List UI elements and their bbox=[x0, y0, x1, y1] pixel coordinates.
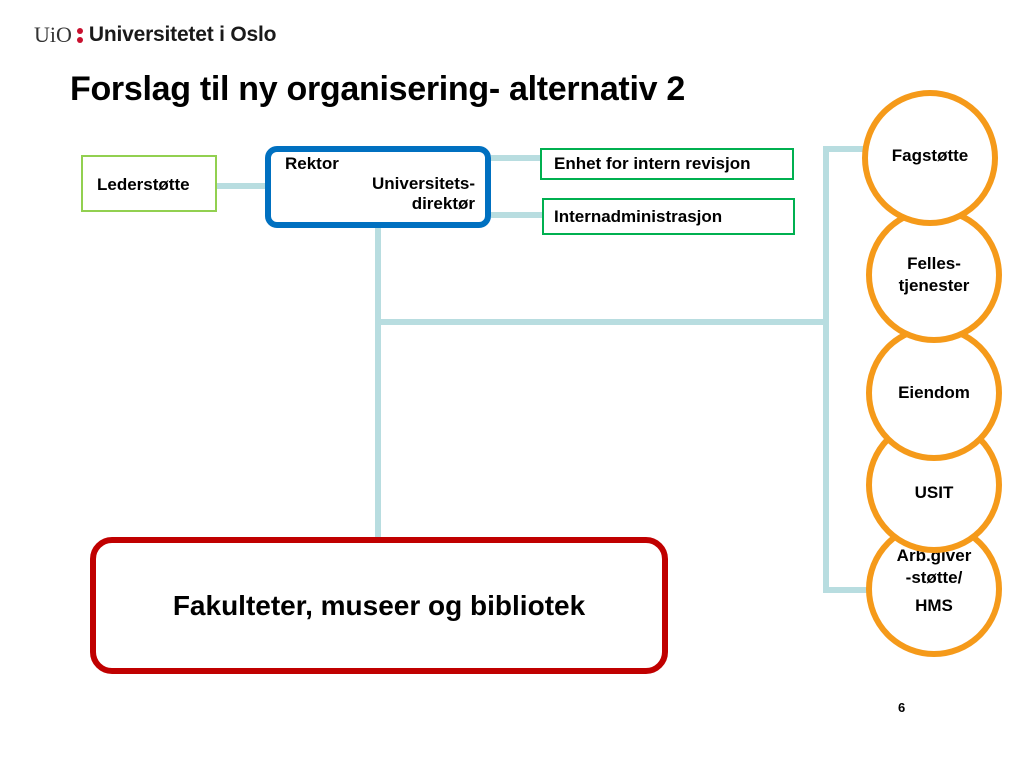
connector-leder-rektor bbox=[217, 183, 267, 189]
rektor-box: Rektor Universitets- direktør bbox=[265, 146, 491, 228]
fakulteter-label: Fakulteter, museer og bibliotek bbox=[172, 589, 586, 621]
connector-trunk-vertical bbox=[375, 228, 381, 538]
connector-right-top bbox=[823, 146, 868, 152]
connector-right-bottom bbox=[823, 587, 868, 593]
connector-trunk-horizontal bbox=[375, 319, 829, 325]
direktor-label-line1: Universitets- bbox=[372, 174, 475, 193]
direktor-label-line2: direktør bbox=[411, 194, 475, 213]
revisjon-label: Enhet for intern revisjon bbox=[554, 154, 751, 173]
internadministrasjon-label: Internadministrasjon bbox=[554, 207, 723, 226]
lederstotte-label: Lederstøtte bbox=[97, 175, 190, 194]
page-number: 6 bbox=[898, 700, 906, 715]
arbgiver-label: Arb.giver -støtte/ HMS bbox=[872, 545, 996, 617]
circle-eiendom: Eiendom bbox=[866, 325, 1002, 461]
arbgiver-label-line1: Arb.giver bbox=[896, 546, 972, 565]
felles-label-line1: Felles- bbox=[907, 254, 961, 273]
eiendom-label: Eiendom bbox=[898, 383, 970, 402]
logo-colon-icon bbox=[76, 27, 83, 43]
fellestjenester-label: Felles- tjenester bbox=[872, 253, 996, 297]
arbgiver-label-line3: HMS bbox=[915, 596, 953, 615]
revisjon-box: Enhet for intern revisjon bbox=[540, 148, 794, 180]
felles-label-line2: tjenester bbox=[898, 276, 970, 295]
lederstotte-box: Lederstøtte bbox=[81, 155, 217, 212]
fagstotte-label: Fagstøtte bbox=[891, 146, 969, 165]
connector-right-vertical bbox=[823, 146, 829, 592]
uio-logo: UiO Universitetet i Oslo bbox=[34, 22, 276, 48]
slide-title: Forslag til ny organisering- alternativ … bbox=[70, 70, 685, 108]
logo-name-text: Universitetet i Oslo bbox=[88, 23, 277, 46]
circle-fellestjenester: Felles- tjenester bbox=[866, 207, 1002, 343]
circle-fagstotte: Fagstøtte bbox=[862, 90, 998, 226]
connector-rektor-intern bbox=[491, 212, 542, 218]
rektor-label: Rektor bbox=[285, 154, 339, 173]
connector-rektor-revisjon bbox=[491, 155, 540, 161]
fakulteter-box: Fakulteter, museer og bibliotek bbox=[90, 537, 668, 674]
internadministrasjon-box: Internadministrasjon bbox=[542, 198, 795, 235]
usit-label: USIT bbox=[914, 483, 954, 502]
arbgiver-label-line2: -støtte/ bbox=[905, 568, 963, 587]
logo-uio-text: UiO bbox=[34, 22, 72, 47]
